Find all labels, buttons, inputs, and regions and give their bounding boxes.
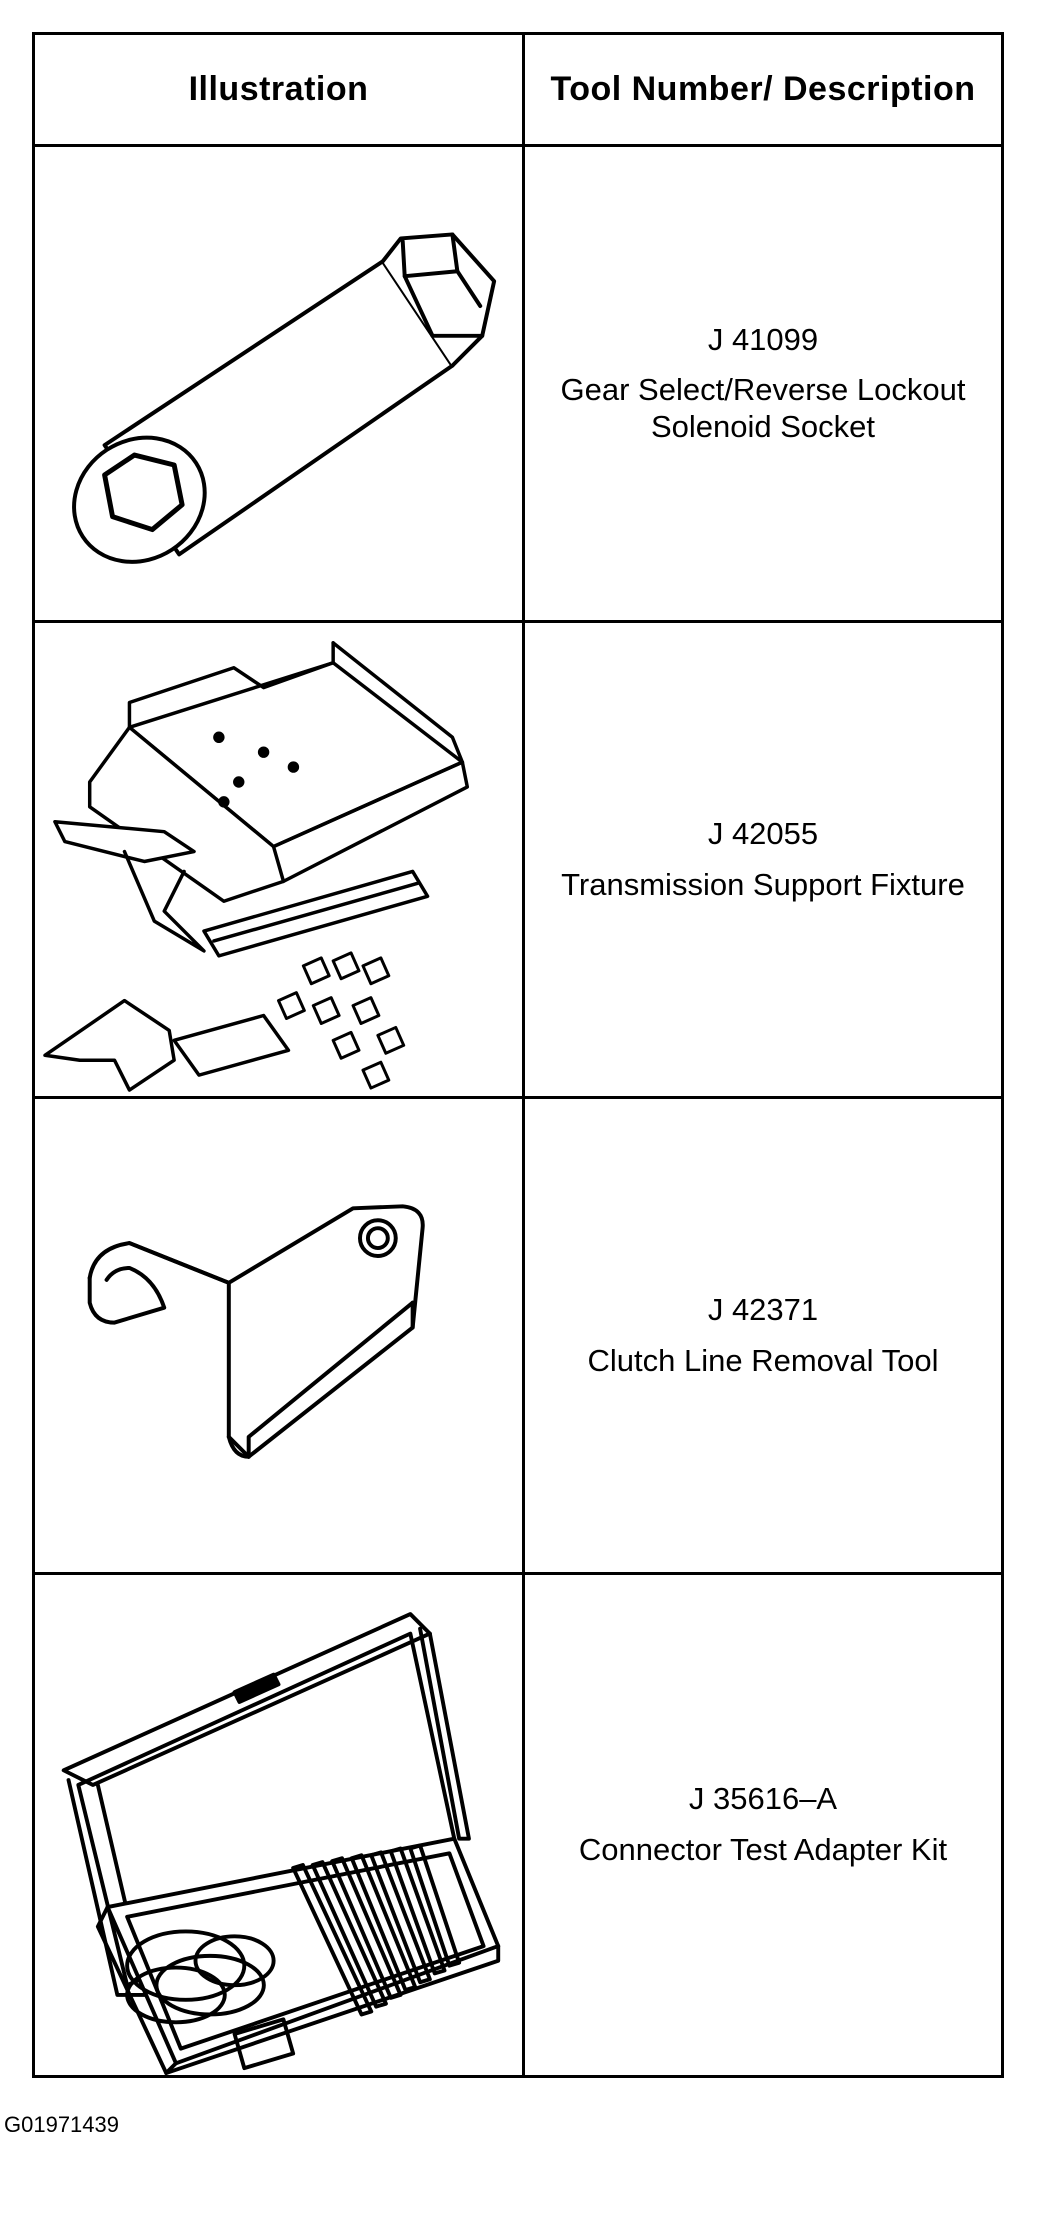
tool-description: Transmission Support Fixture: [561, 866, 965, 902]
tool-description-cell: J 35616–A Connector Test Adapter Kit: [525, 1575, 1001, 2075]
clutch-line-tool-icon: [87, 1204, 425, 1459]
illustration-cell: [35, 623, 525, 1099]
socket-icon: [72, 232, 497, 564]
tool-number: J 35616–A: [688, 1781, 838, 1817]
tool-description-cell: J 42055 Transmission Support Fixture: [525, 623, 1001, 1099]
tool-description: Connector Test Adapter Kit: [578, 1832, 948, 1867]
figure-id: G01971439: [4, 2112, 119, 2137]
tool-number: J 41099: [707, 321, 819, 357]
tool-description-cell: J 41099 Gear Select/Reverse Lockout Sole…: [525, 147, 1001, 623]
illustration-cell: [35, 147, 525, 623]
illustration-cell: [35, 1575, 525, 2075]
tool-description: Clutch Line Removal Tool: [587, 1342, 939, 1378]
illustration-cell: [35, 1099, 525, 1575]
header-tool-description: Tool Number/ Description: [525, 35, 1001, 147]
tool-table: Illustration Tool Number/ Description J …: [32, 32, 1004, 2078]
support-fixture-icon: [43, 641, 470, 1092]
tool-description-cell: J 42371 Clutch Line Removal Tool: [525, 1099, 1001, 1575]
header-illustration: Illustration: [35, 35, 525, 147]
tool-number: J 42371: [707, 1291, 819, 1327]
tool-number: J 42055: [707, 815, 819, 851]
adapter-kit-case-icon: [61, 1612, 501, 2075]
tool-description: Gear Select/Reverse Lockout Solenoid Soc…: [560, 372, 966, 444]
